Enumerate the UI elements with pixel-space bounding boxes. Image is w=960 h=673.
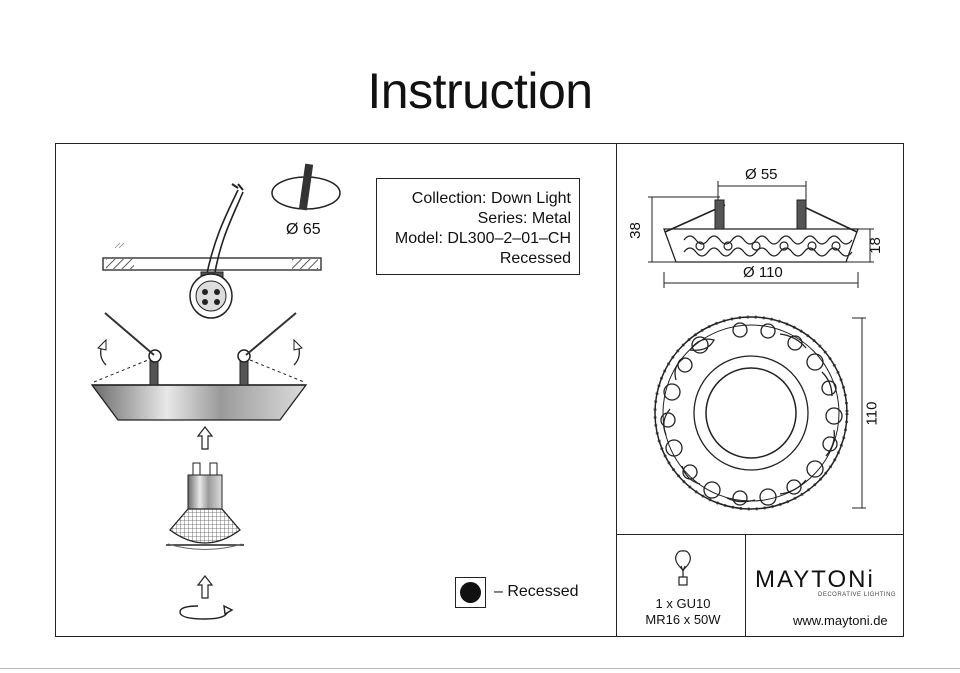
footer-divider — [616, 534, 904, 535]
lamp-socket — [189, 271, 233, 319]
series-text: Series: Metal — [477, 210, 571, 227]
gu10-lamp — [166, 462, 244, 550]
page-title: Instruction — [367, 63, 593, 119]
fixture-front-view — [653, 315, 849, 511]
lamp-spec: MR16 x 50W — [645, 612, 721, 627]
rotate-arrow-icon — [179, 604, 234, 620]
fixture-side-view — [663, 199, 859, 263]
dimension-lines — [648, 181, 874, 509]
product-info-box: Collection: Down Light Series: Metal Mod… — [376, 178, 580, 275]
page-bottom-rule — [0, 668, 960, 669]
supply-wires — [205, 183, 244, 279]
rim-height-label: 18 — [866, 237, 884, 254]
top-diameter-label: Ø 55 — [745, 166, 778, 183]
cutout-diameter-label: Ø 65 — [286, 221, 321, 238]
cutout-disc-icon — [271, 163, 341, 211]
lamp-count: 1 x GU10 — [655, 596, 711, 611]
bulb-icon — [675, 550, 691, 586]
outer-diameter-label: Ø 110 — [743, 264, 783, 281]
brand-tagline: DECORATIVE LIGHTING — [818, 592, 897, 598]
footer-cell-divider — [745, 534, 746, 637]
insert-arrow-icon-lower — [196, 575, 214, 599]
ceiling-board — [102, 242, 322, 271]
panel-divider — [616, 143, 617, 637]
recessed-legend-icon — [455, 577, 486, 608]
brand-logo: MAYTONi — [755, 566, 875, 593]
fixture-with-springs — [90, 312, 308, 421]
model-text: Model: DL300–2–01–CH — [394, 230, 571, 247]
height-label: 38 — [626, 222, 644, 239]
instruction-frame — [55, 143, 904, 637]
collection-text: Collection: Down Light — [411, 190, 571, 207]
recessed-legend-label: – Recessed — [494, 583, 579, 600]
type-text: Recessed — [499, 250, 571, 267]
website-link[interactable]: www.maytoni.de — [793, 613, 888, 628]
insert-arrow-icon — [196, 426, 214, 450]
front-diameter-label: 110 — [863, 401, 881, 426]
